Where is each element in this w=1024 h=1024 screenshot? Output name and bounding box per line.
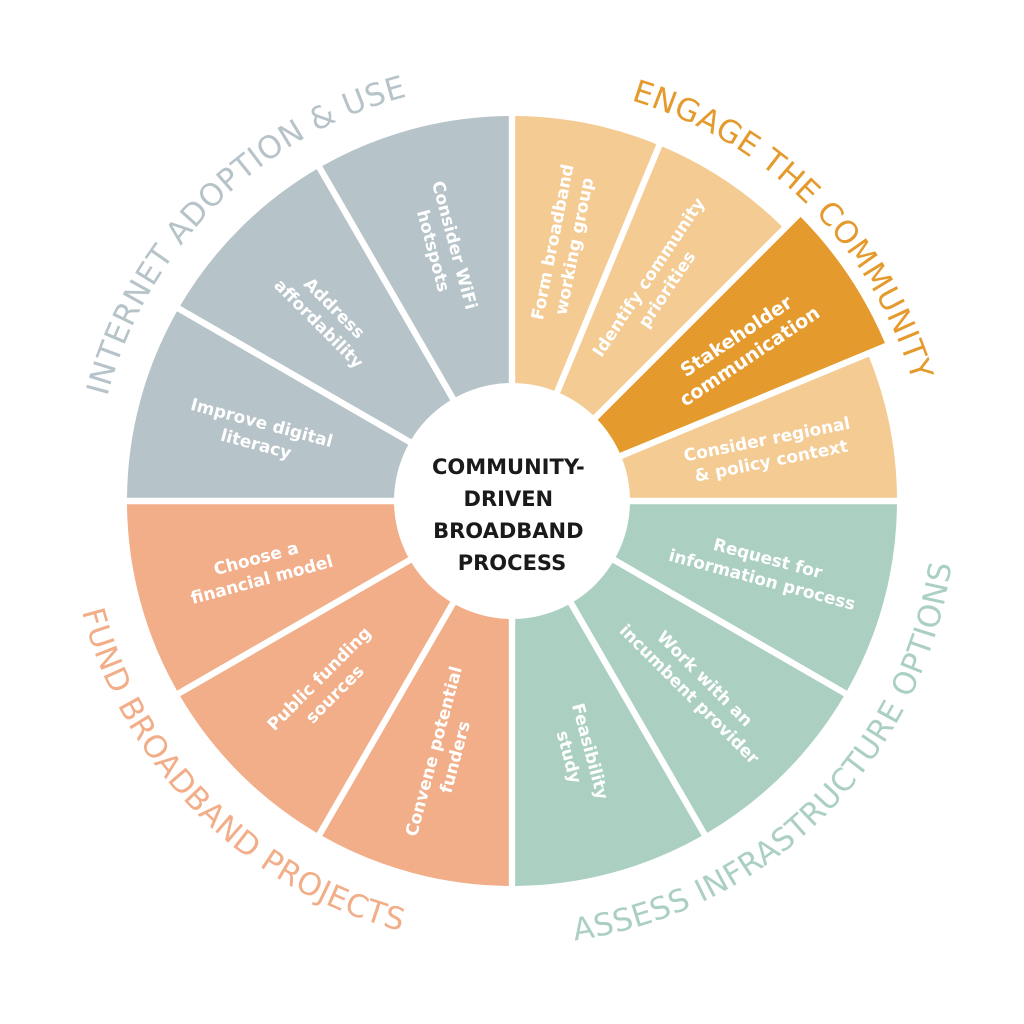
- segment-improve-digital-literacy: [127, 311, 412, 498]
- segment-address-affordability: [180, 169, 453, 442]
- segment-request-for-information-process: [612, 504, 897, 691]
- segment-work-with-an-incumbent-provider: [571, 560, 844, 833]
- center-line-2: DRIVEN: [464, 487, 554, 511]
- segment-consider-regional-policy-context: [618, 356, 897, 498]
- segment-public-funding-sources: [180, 560, 453, 833]
- center-line-4: PROCESS: [458, 551, 566, 575]
- segment-convene-potential-funders: [322, 601, 509, 886]
- segment-identify-community-priorities: [558, 146, 782, 419]
- center-line-1: COMMUNITY-: [432, 455, 585, 479]
- wheel-center: COMMUNITY- DRIVEN BROADBAND PROCESS: [394, 383, 630, 619]
- segment-feasibility-study: [515, 601, 702, 886]
- segment-stakeholder-communication: [594, 216, 885, 455]
- center-title: COMMUNITY- DRIVEN BROADBAND PROCESS: [432, 455, 592, 575]
- segment-consider-wifi-hotspots: [322, 116, 509, 401]
- wheel-segments: [127, 116, 897, 886]
- segment-form-broadband-working-group: [515, 116, 657, 395]
- segment-choose-a-financial-model: [127, 504, 412, 691]
- center-circle: [394, 383, 630, 619]
- center-line-3: BROADBAND: [433, 519, 583, 543]
